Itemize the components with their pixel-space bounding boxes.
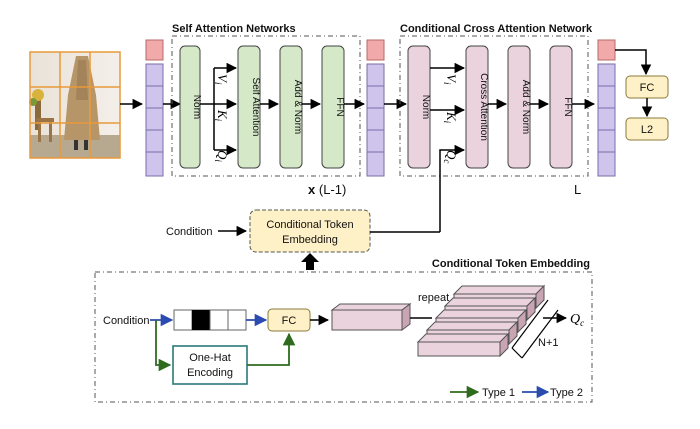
ccan-addnorm-block: Add & Norm xyxy=(507,45,531,169)
san-v-label: Vi xyxy=(213,74,230,85)
token-cuboid xyxy=(330,303,412,331)
svg-text:One-Hat: One-Hat xyxy=(189,352,231,364)
cte-detail-title: Conditional Token Embedding xyxy=(432,258,590,270)
svg-text:FC: FC xyxy=(282,315,297,327)
san-ffn-block: FFN xyxy=(321,45,345,169)
legend-type1: Type 1 xyxy=(482,387,515,399)
ccan-k-label: Ki xyxy=(442,111,459,124)
legend: Type 1 Type 2 xyxy=(450,385,583,399)
cte-box: Conditional Token Embedding xyxy=(249,209,371,253)
cte-detail-frame xyxy=(94,271,593,403)
token-column-2 xyxy=(366,39,385,177)
svg-text:L2: L2 xyxy=(641,124,653,136)
san-k-label: Ki xyxy=(213,109,230,122)
san-q-label: Qi xyxy=(213,150,230,162)
san-title: Self Attention Networks xyxy=(172,23,296,35)
cls-token xyxy=(145,39,164,61)
svg-text:Conditional Token: Conditional Token xyxy=(266,219,353,231)
repeat-label: repeat xyxy=(418,292,449,304)
head-l2-box: L2 xyxy=(625,117,669,141)
cte-condition-label: Condition xyxy=(166,226,212,238)
expand-arrow xyxy=(301,253,319,270)
svg-text:Encoding: Encoding xyxy=(187,367,233,379)
san-frame xyxy=(171,35,361,177)
ccan-v-label: Vi xyxy=(442,74,459,85)
svg-text:FC: FC xyxy=(640,82,655,94)
onehot-box: One-Hat Encoding xyxy=(172,345,248,385)
ccan-attention-block: Cross Attention xyxy=(465,45,489,169)
ccan-norm-block: Norm xyxy=(407,45,431,169)
head-fc-box: FC xyxy=(625,75,669,99)
svg-text:Add & Norm: Add & Norm xyxy=(520,80,531,134)
ccan-repeat-label: L xyxy=(574,182,581,197)
cte-fc-box: FC xyxy=(267,308,311,332)
patch-tokens xyxy=(145,63,164,177)
svg-text:FFN: FFN xyxy=(334,97,345,116)
san-addnorm-block: Add & Norm xyxy=(279,45,303,169)
svg-text:Cross Attention: Cross Attention xyxy=(478,73,489,141)
svg-text:Embedding: Embedding xyxy=(282,234,338,246)
repeated-token-cuboid xyxy=(416,332,510,358)
token-column-1 xyxy=(145,39,164,177)
repeated-token-stack xyxy=(416,284,546,358)
ccan-frame xyxy=(399,35,589,177)
ccan-ffn-block: FFN xyxy=(549,45,573,169)
legend-type2: Type 2 xyxy=(550,387,583,399)
ccan-title: Conditional Cross Attention Network xyxy=(400,23,593,35)
san-norm-block: Norm xyxy=(179,45,202,169)
svg-text:Norm: Norm xyxy=(191,95,202,119)
svg-text:FFN: FFN xyxy=(562,97,573,116)
ccan-q-label: Qc xyxy=(442,150,459,163)
svg-text:Add & Norm: Add & Norm xyxy=(292,80,303,134)
condition-vector xyxy=(173,309,247,331)
san-repeat-label: x (L-1) xyxy=(308,182,346,197)
n-plus-1-label: N+1 xyxy=(538,337,559,349)
svg-text:Self Attention: Self Attention xyxy=(250,78,261,137)
token-column-3 xyxy=(597,39,616,177)
qc-output-label: Qc xyxy=(570,312,584,328)
input-image xyxy=(29,51,121,159)
svg-text:Norm: Norm xyxy=(420,95,431,119)
san-attention-block: Self Attention xyxy=(237,45,261,169)
cte-detail-condition: Condition xyxy=(103,315,149,327)
